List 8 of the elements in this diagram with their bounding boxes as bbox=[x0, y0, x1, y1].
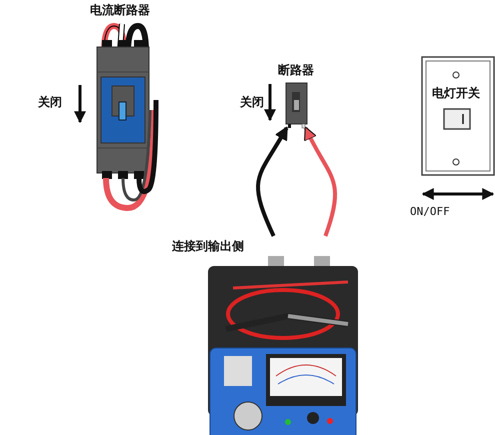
switch-label: 电灯开关 bbox=[432, 85, 480, 102]
label: 关闭 bbox=[240, 94, 264, 111]
heading: 连接到输出侧 bbox=[172, 238, 244, 255]
label: ON/OFF bbox=[410, 205, 450, 218]
arrow bbox=[256, 126, 288, 237]
label: 关闭 bbox=[38, 94, 62, 111]
heading: 电流断路器 bbox=[90, 2, 150, 19]
heading: 断路器 bbox=[278, 62, 314, 79]
